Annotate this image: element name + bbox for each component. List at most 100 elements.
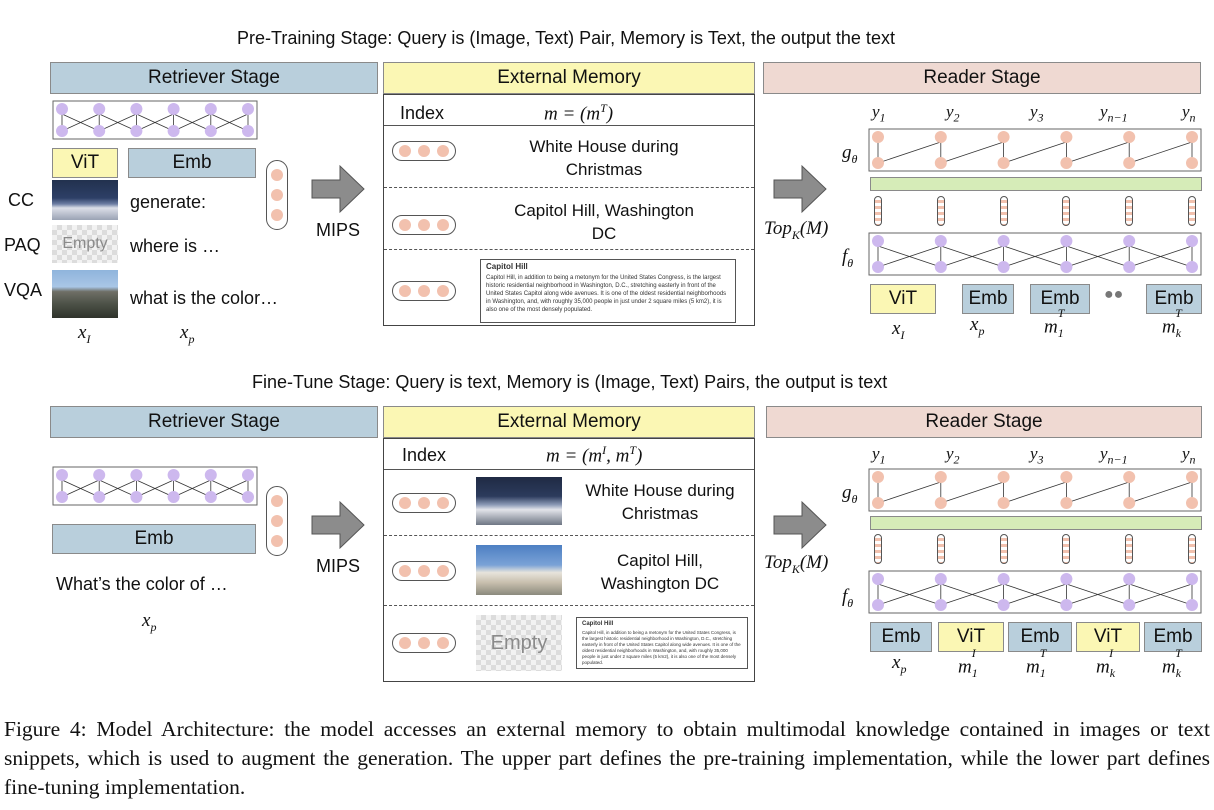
net-node (93, 491, 106, 503)
net-node (934, 157, 947, 169)
finetune-memory-entry-capitol-hill: Capitol Hill, Washington DC (600, 551, 720, 593)
finetune-topk-arrow-icon (773, 500, 827, 550)
pretrain-title: Pre-Training Stage: Query is (Image, Tex… (237, 28, 895, 48)
ft-reader-label-mkt: mkT (1162, 646, 1182, 681)
memory-entry-capitol-hill: Capitol Hill, Washington DC (514, 201, 694, 243)
net-edge (940, 141, 1004, 164)
net-edge (1129, 141, 1193, 164)
finetune-title: Fine-Tune Stage: Query is text, Memory i… (252, 372, 888, 392)
net-edge (99, 113, 137, 132)
finetune-decoder (868, 468, 1202, 512)
net-node (872, 471, 884, 483)
pretrain-query-vector (266, 160, 288, 230)
finetune-query-text: What’s the color of … (56, 574, 228, 594)
output-token-label: yn−1 (1100, 444, 1128, 467)
empty-image-placeholder: Empty (52, 225, 118, 263)
net-node (997, 497, 1010, 509)
net-node (1123, 471, 1136, 483)
finetune-memory-formula: m = (mI, mT) (546, 443, 643, 467)
net-node (997, 157, 1010, 169)
output-token-label: y3 (1030, 102, 1044, 125)
net-edge (940, 245, 1004, 268)
net-node (167, 103, 180, 115)
net-node (167, 125, 180, 137)
net-node (93, 125, 106, 137)
reader-label-xp: xp (970, 314, 985, 338)
output-token-label: y2 (946, 102, 960, 125)
net-edge (877, 141, 941, 164)
net-node (934, 573, 947, 585)
net-node (997, 573, 1010, 585)
figure-caption: Figure 4: Model Architecture: the model … (4, 717, 1210, 799)
ft-reader-label-mki: mkI (1096, 646, 1116, 681)
hidden-state-vector (874, 196, 882, 226)
finetune-white-house-photo (476, 477, 562, 525)
net-frame (868, 570, 1202, 614)
pretrain-encoder-label: fθ (842, 246, 854, 270)
pretrain-mips-label: MIPS (316, 220, 361, 240)
finetune-topk-label: TopK(M) (764, 552, 829, 576)
net-node (204, 491, 217, 503)
net-node (997, 131, 1010, 143)
reader-label-mkt: mkT (1162, 306, 1182, 341)
net-edge (173, 479, 211, 498)
net-node (872, 131, 884, 143)
hidden-state-vector (936, 196, 945, 226)
net-node (204, 103, 217, 115)
net-node (93, 103, 106, 115)
net-node (997, 235, 1010, 247)
finetune-encoder-label: fθ (842, 586, 854, 610)
finetune-memory-entry-white-house: White House during Christmas (585, 481, 735, 523)
net-node (1186, 599, 1198, 611)
ft-reader-emb-token-m1: Emb (1008, 622, 1072, 652)
net-node (130, 103, 143, 115)
net-node (872, 573, 884, 585)
net-node (93, 469, 106, 481)
net-edge (1066, 481, 1130, 504)
net-frame (868, 128, 1202, 172)
net-node (997, 471, 1010, 483)
pretrain-decoder (868, 128, 1202, 172)
hidden-state-vector (1125, 196, 1134, 226)
net-edge (61, 113, 100, 132)
net-node (1186, 497, 1198, 509)
net-node (1123, 497, 1136, 509)
output-token-label: y3 (1030, 444, 1044, 467)
reader-label-m1t: m1T (1044, 306, 1065, 341)
net-node (1060, 599, 1073, 611)
net-node (1123, 261, 1136, 273)
finetune-retriever-header: Retriever Stage (50, 406, 378, 438)
white-house-photo (52, 180, 118, 220)
net-node (872, 235, 884, 247)
ft-reader-emb-token-mk: Emb (1144, 622, 1202, 652)
net-node (1060, 261, 1073, 273)
net-edge (940, 481, 1004, 504)
net-node (56, 103, 68, 115)
net-edge (877, 583, 941, 606)
net-frame (52, 100, 258, 140)
net-edge (99, 479, 137, 498)
net-node (167, 491, 180, 503)
finetune-capitol-photo (476, 545, 562, 595)
net-node (242, 491, 254, 503)
hidden-state-vector (1188, 534, 1196, 564)
output-token-label: y1 (872, 102, 886, 125)
net-node (130, 491, 143, 503)
net-frame (52, 466, 258, 506)
net-frame (868, 468, 1202, 512)
finetune-memory-panel: Index m = (mI, mT) White House during Ch… (383, 438, 755, 682)
net-node (1060, 573, 1073, 585)
net-edge (1003, 141, 1067, 164)
net-node (1123, 235, 1136, 247)
finetune-mips-label: MIPS (316, 556, 361, 576)
net-node (997, 599, 1010, 611)
ft-reader-vit-token-mk: ViT (1076, 622, 1140, 652)
net-node (872, 599, 884, 611)
net-node (934, 131, 947, 143)
net-edge (1066, 583, 1130, 606)
net-edge (1129, 583, 1193, 606)
ellipsis-dots: ●● (1104, 286, 1124, 303)
net-node (56, 469, 68, 481)
